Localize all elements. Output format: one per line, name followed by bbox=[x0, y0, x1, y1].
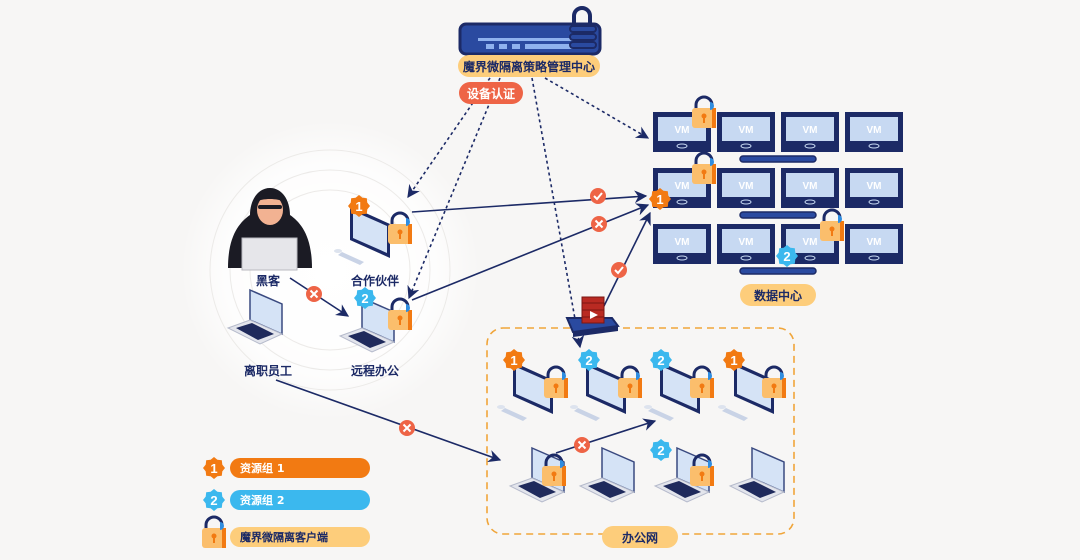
devices bbox=[226, 206, 786, 503]
status-markers bbox=[306, 188, 627, 453]
client-lock-icon bbox=[692, 151, 716, 184]
group1-badge: 1 bbox=[649, 188, 671, 210]
vm-label: VM bbox=[867, 237, 882, 248]
client-lock-icon bbox=[618, 365, 642, 398]
group2-badge: 2 bbox=[354, 287, 376, 309]
vm-label: VM bbox=[867, 125, 882, 136]
allowed-check-icon bbox=[590, 188, 606, 204]
desktop-computer-icon bbox=[334, 206, 390, 265]
svg-text:1: 1 bbox=[355, 199, 362, 214]
group2-badge: 2 bbox=[776, 245, 798, 267]
client-lock-icon bbox=[388, 211, 412, 244]
client-locks bbox=[388, 95, 844, 486]
server-rack-bar bbox=[739, 267, 817, 275]
blocked-cross-icon bbox=[399, 420, 415, 436]
partner-label: 合作伙伴 bbox=[350, 274, 400, 288]
desktop-computer-icon bbox=[644, 362, 700, 421]
vm-label: VM bbox=[675, 125, 690, 136]
vm-label: VM bbox=[675, 181, 690, 192]
firewall-icon bbox=[565, 296, 620, 337]
client-lock-icon bbox=[762, 365, 786, 398]
svg-text:1: 1 bbox=[510, 353, 517, 368]
vm-label: VM bbox=[803, 237, 818, 248]
svg-text:2: 2 bbox=[783, 249, 790, 264]
client-lock-icon bbox=[690, 453, 714, 486]
datacenter-vm-grid: VM VM VM VM VM VM VM VM VM VM VM VM bbox=[653, 112, 903, 275]
client-lock-icon bbox=[544, 365, 568, 398]
vm-label: VM bbox=[739, 237, 754, 248]
blocked-cross-icon bbox=[574, 437, 590, 453]
vm-label: VM bbox=[739, 181, 754, 192]
vm-monitor: VM bbox=[781, 112, 839, 152]
datacenter-label: 数据中心 bbox=[740, 284, 816, 306]
client-lock-icon bbox=[820, 208, 844, 241]
vm-label: VM bbox=[803, 181, 818, 192]
legend-client: 魔界微隔离客户端 bbox=[230, 527, 370, 547]
office-network-label: 办公网 bbox=[602, 526, 678, 548]
allowed-check-icon bbox=[611, 262, 627, 278]
hacker-label: 黑客 bbox=[255, 274, 281, 288]
desktop-computer-icon bbox=[718, 362, 774, 421]
client-lock-icon bbox=[690, 365, 714, 398]
svg-text:2: 2 bbox=[585, 353, 592, 368]
remote-office-label: 远程办公 bbox=[350, 364, 400, 378]
access-links bbox=[275, 190, 657, 463]
group2-badge: 2 bbox=[578, 349, 600, 371]
svg-text:2: 2 bbox=[361, 291, 368, 306]
office-network-zone bbox=[486, 327, 795, 535]
legend-group1: 资源组 1 bbox=[230, 458, 370, 478]
svg-text:2: 2 bbox=[657, 443, 664, 458]
legend-group2-icon: 2 bbox=[203, 489, 225, 511]
vm-monitor: VM bbox=[845, 224, 903, 264]
legend-icons: 12 bbox=[202, 457, 226, 548]
vm-monitor: VM bbox=[717, 112, 775, 152]
group2-badge: 2 bbox=[650, 439, 672, 461]
vm-monitor: VM bbox=[845, 168, 903, 208]
legend-group2: 资源组 2 bbox=[230, 490, 370, 510]
vm-label: VM bbox=[803, 125, 818, 136]
vm-monitor: VM bbox=[781, 168, 839, 208]
blocked-cross-icon bbox=[591, 216, 607, 232]
laptop-icon bbox=[338, 296, 396, 353]
laptop-icon bbox=[226, 288, 284, 345]
halo-rings bbox=[180, 120, 480, 420]
group-badges: 1 2 1 2 1 2 2 1 2 bbox=[348, 188, 798, 461]
desktop-computer-icon bbox=[570, 362, 626, 421]
vm-monitor: VM bbox=[717, 168, 775, 208]
svg-text:2: 2 bbox=[210, 493, 217, 508]
vm-label: VM bbox=[675, 237, 690, 248]
vm-monitor: VM bbox=[653, 224, 711, 264]
vm-monitor: VM bbox=[717, 224, 775, 264]
vm-label: VM bbox=[867, 181, 882, 192]
laptop-icon bbox=[728, 446, 786, 503]
group1-badge: 1 bbox=[723, 349, 745, 371]
vm-monitor: VM bbox=[845, 112, 903, 152]
legend-client-lock-icon bbox=[202, 515, 226, 548]
svg-text:1: 1 bbox=[656, 192, 663, 207]
group1-badge: 1 bbox=[348, 195, 370, 217]
svg-text:1: 1 bbox=[730, 353, 737, 368]
device-auth-label: 设备认证 bbox=[459, 82, 523, 104]
policy-server-icon bbox=[458, 6, 602, 56]
vm-label: VM bbox=[739, 125, 754, 136]
svg-text:2: 2 bbox=[657, 353, 664, 368]
former-employee-label: 离职员工 bbox=[243, 364, 293, 378]
policy-center-label: 魔界微隔离策略管理中心 bbox=[458, 55, 600, 77]
hacker-figure bbox=[228, 188, 312, 271]
desktop-computer-icon bbox=[497, 362, 553, 421]
server-rack-bar bbox=[739, 155, 817, 163]
server-rack-bar bbox=[739, 211, 817, 219]
svg-text:1: 1 bbox=[210, 461, 217, 476]
laptop-icon bbox=[578, 446, 636, 503]
legend-group1-icon: 1 bbox=[203, 457, 225, 479]
client-lock-icon bbox=[388, 297, 412, 330]
client-lock-icon bbox=[542, 453, 566, 486]
group2-badge: 2 bbox=[650, 349, 672, 371]
group1-badge: 1 bbox=[503, 349, 525, 371]
client-lock-icon bbox=[692, 95, 716, 128]
blocked-cross-icon bbox=[306, 286, 322, 302]
